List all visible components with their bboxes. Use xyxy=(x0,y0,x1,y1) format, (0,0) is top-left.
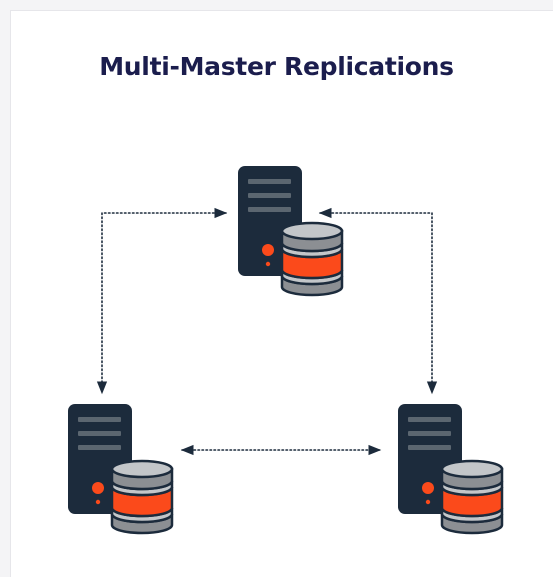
db-cap xyxy=(280,221,344,241)
database-icon xyxy=(440,459,504,535)
db-cap xyxy=(440,459,504,479)
server-slot xyxy=(78,417,121,422)
server-power-led xyxy=(92,482,104,494)
connector-master-top-master-right xyxy=(318,207,438,395)
server-status-led xyxy=(265,261,271,267)
database-icon xyxy=(280,221,344,297)
diagram-title: Multi-Master Replications xyxy=(99,52,454,81)
node-layer xyxy=(68,166,504,535)
server-slot xyxy=(78,445,121,450)
server-slot xyxy=(78,431,121,436)
server-slot xyxy=(248,179,291,184)
database-icon xyxy=(110,459,174,535)
server-slot xyxy=(408,445,451,450)
master-top-node xyxy=(238,166,344,297)
master-right-node xyxy=(398,404,504,535)
connector-layer xyxy=(96,207,438,456)
db-cap xyxy=(110,459,174,479)
master-left-node xyxy=(68,404,174,535)
server-slot xyxy=(408,431,451,436)
server-slot xyxy=(248,193,291,198)
server-power-led xyxy=(422,482,434,494)
server-power-led xyxy=(262,244,274,256)
connector-master-top-master-left xyxy=(96,207,228,395)
server-slot xyxy=(248,207,291,212)
server-status-led xyxy=(425,499,431,505)
server-status-led xyxy=(95,499,101,505)
server-slot xyxy=(408,417,451,422)
